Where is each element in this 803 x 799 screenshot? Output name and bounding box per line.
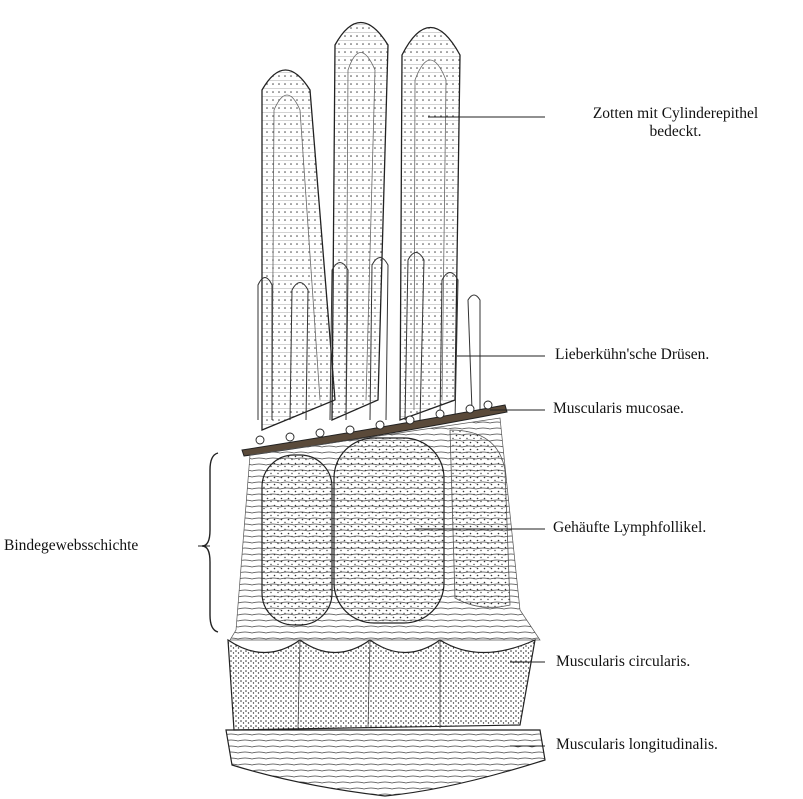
bindegewebsschichte-brace <box>202 453 218 632</box>
label-muscularis-circularis: Muscularis circularis. <box>556 653 690 671</box>
muscularis-longitudinalis-layer <box>226 730 545 796</box>
label-zotten: Zotten mit Cylinderepithel bedeckt. <box>553 105 798 141</box>
label-lymphfollikel: Gehäufte Lymphfollikel. <box>553 519 706 537</box>
villi <box>262 23 460 431</box>
label-muscularis-mucosae: Muscularis mucosae. <box>553 400 684 418</box>
lymph-follicles <box>262 430 510 625</box>
label-lieberkuehn: Lieberkühn'sche Drüsen. <box>555 346 709 364</box>
label-muscularis-longitudinalis: Muscularis longitudinalis. <box>556 736 718 754</box>
label-zotten-line1: Zotten mit Cylinderepithel <box>553 105 798 123</box>
muscularis-circularis-layer <box>228 640 535 730</box>
label-bindegewebsschichte: Bindegewebsschichte <box>4 537 138 555</box>
label-zotten-line2: bedeckt. <box>553 123 798 141</box>
